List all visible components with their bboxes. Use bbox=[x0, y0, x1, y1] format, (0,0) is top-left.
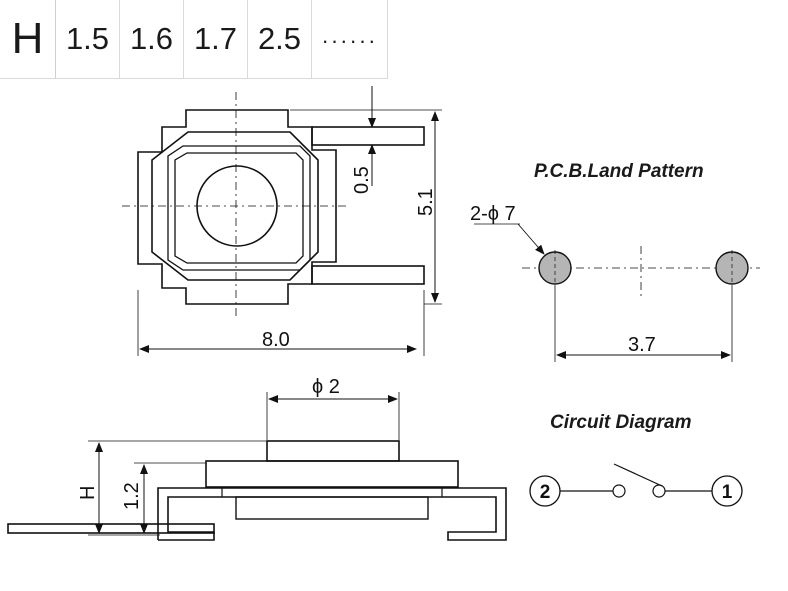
height-value-4: 2.5 bbox=[248, 0, 312, 78]
height-value-2: 1.6 bbox=[120, 0, 184, 78]
side-terminal-lead bbox=[7, 523, 215, 534]
height-table: H 1.5 1.6 1.7 2.5 ······ bbox=[0, 0, 388, 79]
side-body-height-label: 1.2 bbox=[121, 482, 143, 510]
side-height-label: H bbox=[77, 486, 99, 500]
pcb-spacing-label: 3.7 bbox=[628, 334, 656, 356]
pcb-hole-label: 2-ϕ 7 bbox=[470, 203, 516, 225]
top-pin-lower bbox=[311, 265, 425, 285]
dim-width-label: 8.0 bbox=[262, 329, 290, 351]
circuit-title: Circuit Diagram bbox=[550, 412, 692, 433]
height-table-header: H bbox=[0, 0, 56, 78]
circuit-switch-lever bbox=[613, 463, 663, 487]
dim-pin-label: 0.5 bbox=[351, 166, 373, 194]
height-value-more: ······ bbox=[312, 0, 388, 78]
pcb-pattern bbox=[474, 223, 760, 362]
circuit-contact-right bbox=[652, 484, 666, 498]
pcb-leader-arrow bbox=[517, 223, 545, 255]
pcb-title: P.C.B.Land Pattern bbox=[534, 161, 704, 182]
top-inner-octagon-inner bbox=[174, 152, 304, 264]
side-upper-body bbox=[205, 460, 459, 488]
top-inner-octagon-outer bbox=[167, 145, 311, 271]
top-view bbox=[122, 86, 442, 356]
circuit-contact-left bbox=[612, 484, 626, 498]
circuit-pin-left-label: 2 bbox=[540, 482, 551, 503]
height-value-1: 1.5 bbox=[56, 0, 120, 78]
side-button-diameter-label: ϕ 2 bbox=[312, 376, 340, 398]
circuit-diagram bbox=[529, 463, 743, 507]
side-view bbox=[7, 392, 507, 541]
top-body-octagon bbox=[151, 131, 319, 281]
side-inner-base bbox=[235, 496, 429, 520]
top-pin-upper bbox=[311, 126, 425, 146]
height-value-3: 1.7 bbox=[184, 0, 248, 78]
circuit-pin-right-label: 1 bbox=[722, 482, 733, 503]
dim-height-label: 5.1 bbox=[415, 188, 437, 216]
side-button bbox=[266, 440, 400, 462]
top-body-outline bbox=[137, 109, 337, 305]
